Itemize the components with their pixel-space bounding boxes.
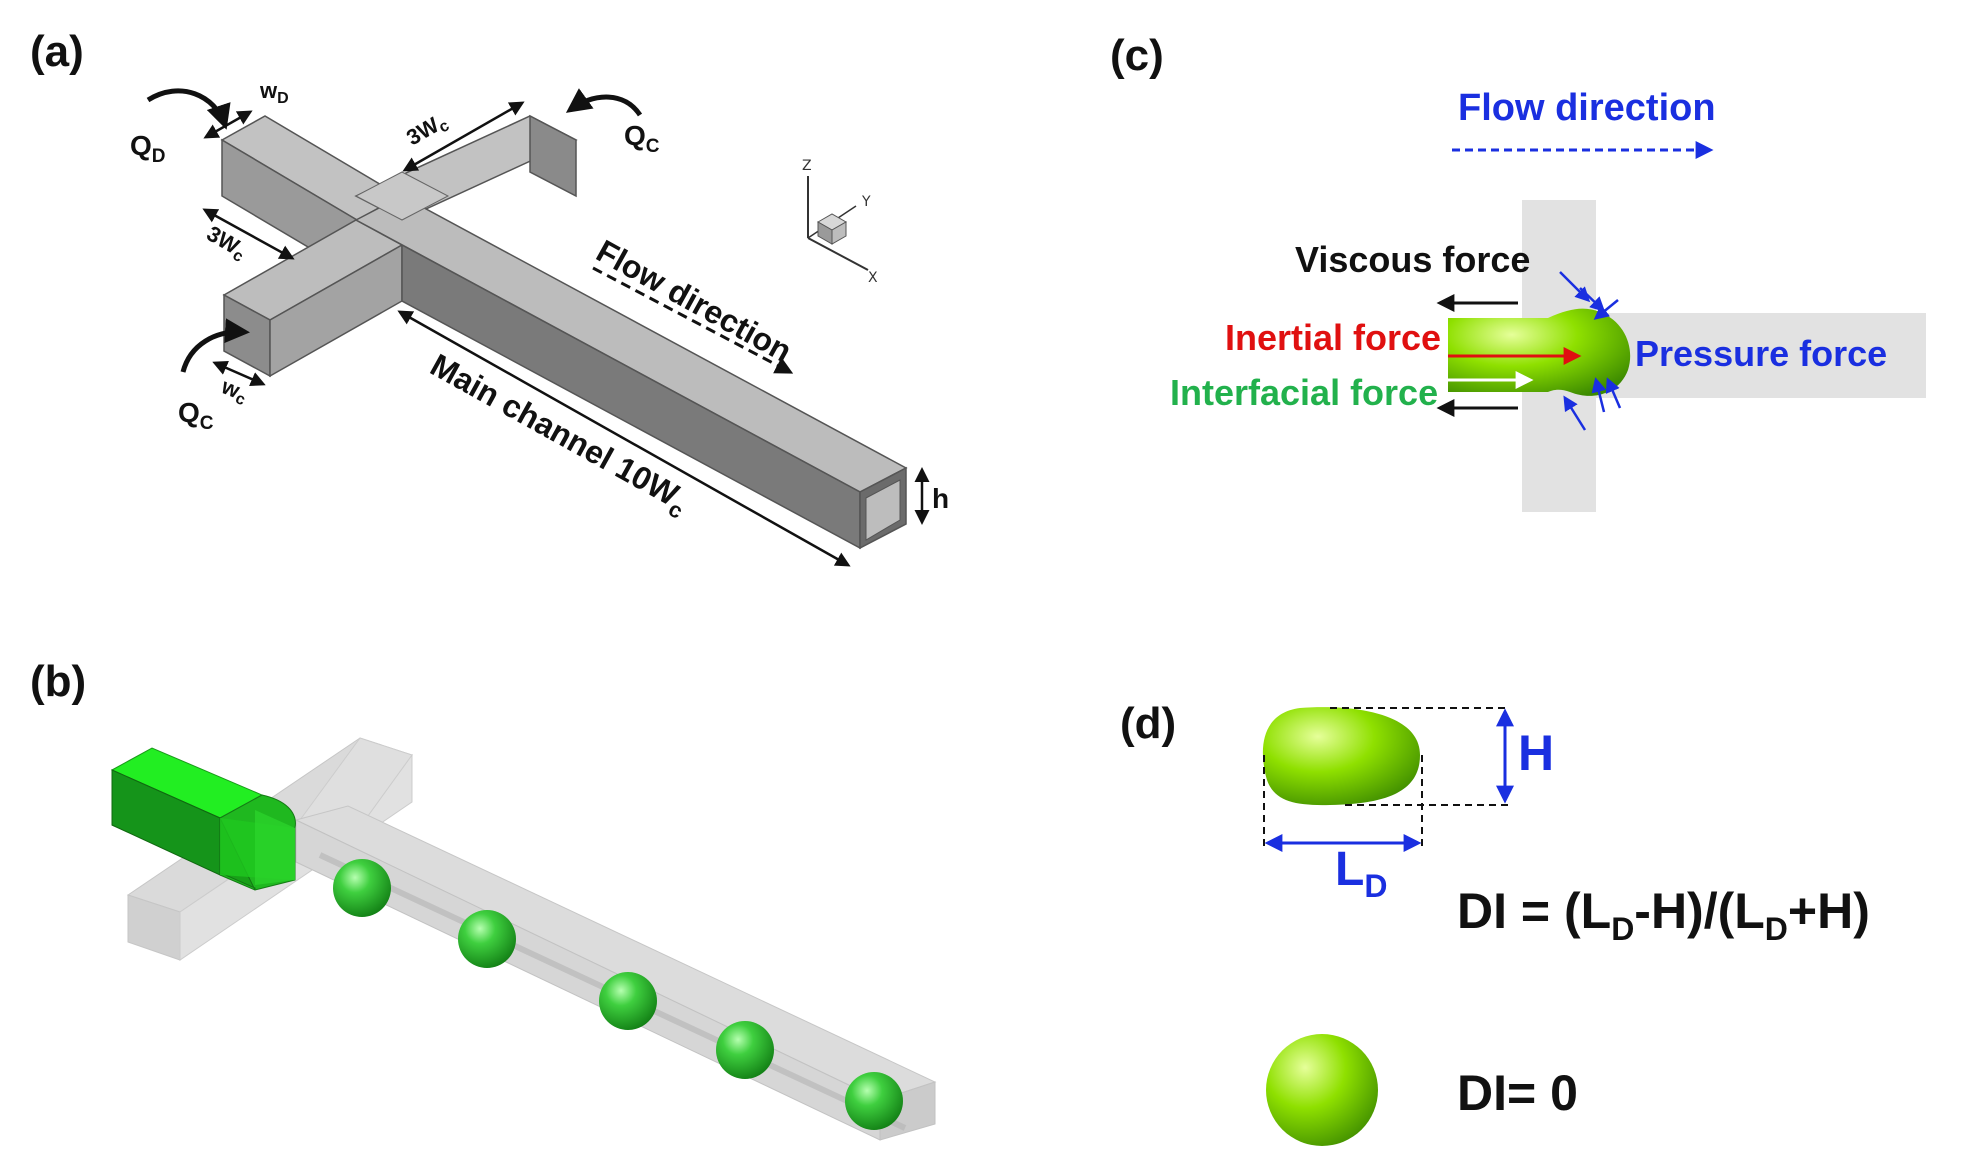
droplet-bounding-guides bbox=[1263, 707, 1510, 848]
qc-bottom-subscript: C bbox=[200, 413, 214, 434]
wc-dimension-arrow bbox=[212, 360, 266, 387]
dispersed-phase-plug bbox=[110, 747, 296, 891]
droplet-2 bbox=[458, 910, 516, 968]
panel-c: (c) Flow direction Viscous force Inertia… bbox=[1110, 31, 1926, 512]
formula-part-3: +H) bbox=[1788, 883, 1870, 939]
viscous-force-label: Viscous force bbox=[1295, 239, 1530, 280]
formula-sub-1: D bbox=[1611, 911, 1634, 947]
axis-triad: Z Y X bbox=[802, 158, 878, 286]
height-label: h bbox=[932, 483, 949, 514]
formula-sub-2: D bbox=[1765, 911, 1788, 947]
ld-label: L bbox=[1335, 843, 1364, 896]
panel-d: (d) H LD DI = (LD-H)/(LD+H) DI= 0 bbox=[1120, 699, 1870, 1146]
qd-label: Q bbox=[130, 130, 152, 161]
axis-x-label: X bbox=[868, 270, 878, 286]
flow-direction-arrow-a bbox=[592, 266, 794, 374]
svg-text:LD: LD bbox=[1335, 843, 1387, 904]
wd-dimension-arrow bbox=[203, 110, 253, 139]
interfacial-force-label: Interfacial force bbox=[1170, 372, 1438, 413]
pressure-force-arrows bbox=[1559, 271, 1622, 431]
panel-a: (a) bbox=[30, 27, 949, 567]
svg-text:QC: QC bbox=[178, 397, 214, 434]
droplet-1 bbox=[333, 859, 391, 917]
wd-label: w bbox=[259, 78, 278, 103]
flow-direction-label-c: Flow direction bbox=[1458, 87, 1716, 129]
qd-inlet-arrow bbox=[146, 88, 231, 130]
wd-subscript: D bbox=[277, 90, 289, 107]
three-wc-left-dimension-arrow bbox=[202, 208, 295, 260]
svg-text:DI = (LD-H)/(LD+H): DI = (LD-H)/(LD+H) bbox=[1457, 883, 1870, 947]
ld-subscript: D bbox=[1364, 868, 1387, 904]
droplet-3 bbox=[599, 972, 657, 1030]
qc-bottom-inlet-arrow bbox=[180, 318, 250, 373]
svg-text:QC: QC bbox=[624, 120, 660, 157]
axis-y-label: Y bbox=[861, 194, 871, 210]
panel-d-label: (d) bbox=[1120, 699, 1176, 748]
axis-z-label: Z bbox=[802, 158, 812, 174]
spherical-droplet bbox=[1266, 1034, 1378, 1146]
panel-b: (b) bbox=[30, 657, 937, 1141]
droplet-4 bbox=[716, 1021, 774, 1079]
droplet-train bbox=[333, 859, 903, 1130]
three-wc-top-dimension-arrow bbox=[402, 101, 525, 172]
droplet-5 bbox=[845, 1072, 903, 1130]
droplet-neck bbox=[1448, 308, 1631, 396]
svg-text:3Wc: 3Wc bbox=[201, 221, 251, 266]
svg-text:wc: wc bbox=[216, 373, 252, 409]
inertial-force-label: Inertial force bbox=[1225, 317, 1441, 358]
junction-top bbox=[354, 171, 450, 221]
di-zero-label: DI= 0 bbox=[1457, 1065, 1578, 1121]
pressure-force-label: Pressure force bbox=[1635, 333, 1887, 374]
formula-part-2: -H)/(L bbox=[1634, 883, 1765, 939]
h-label: H bbox=[1518, 725, 1554, 781]
svg-text:wD: wD bbox=[259, 78, 289, 107]
formula-part-1: DI = (L bbox=[1457, 883, 1611, 939]
svg-text:QD: QD bbox=[130, 130, 166, 167]
deformed-droplet bbox=[1262, 707, 1420, 806]
qd-subscript: D bbox=[152, 146, 166, 167]
panel-b-label: (b) bbox=[30, 657, 86, 706]
qc-top-inlet-arrow bbox=[565, 88, 643, 117]
qc-top-label: Q bbox=[624, 120, 646, 151]
main-channel-length-arrow bbox=[397, 310, 851, 567]
qc-bottom-label: Q bbox=[178, 397, 200, 428]
panel-c-label: (c) bbox=[1110, 31, 1164, 80]
three-wc-top-label: 3W bbox=[402, 112, 443, 150]
qc-top-subscript: C bbox=[646, 136, 660, 157]
panel-a-label: (a) bbox=[30, 27, 84, 76]
